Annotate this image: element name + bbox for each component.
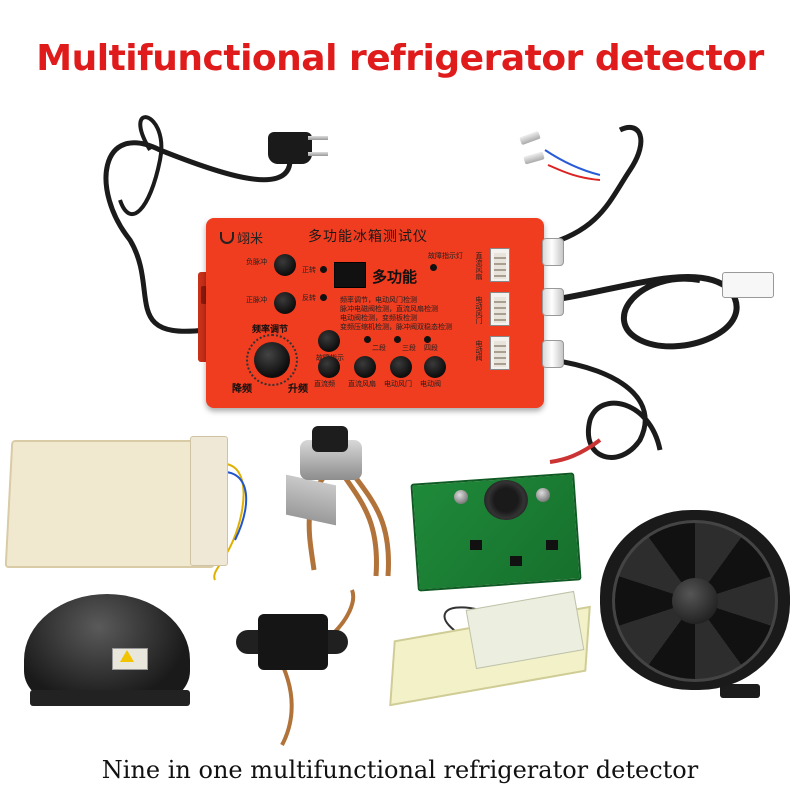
mode-label: 多功能 <box>372 268 418 286</box>
fault-indicator-button[interactable] <box>318 330 340 352</box>
three-stage-label: 三段 <box>402 344 416 352</box>
pcb-chip <box>546 540 558 550</box>
up-label: 升频 <box>288 384 308 395</box>
footer-caption: Nine in one multifunctional refrigerator… <box>101 756 699 784</box>
down-label: 降频 <box>232 384 252 395</box>
solenoid-valve-coil <box>312 426 348 452</box>
port-connector-3[interactable] <box>490 336 510 370</box>
dc-fan-button[interactable] <box>354 356 376 378</box>
pcb-chip <box>470 540 482 550</box>
description-line: 脉冲电磁阀检测，直流风扇检测 <box>340 305 438 313</box>
dc-freq-label: 直流频 <box>314 380 335 388</box>
forward-label: 正转 <box>302 266 316 274</box>
plug-pin <box>308 152 328 156</box>
device-side-panel <box>198 272 208 362</box>
fault-indicator-led <box>430 264 437 271</box>
electric-damper-button[interactable] <box>390 356 412 378</box>
pcb-inductor <box>484 480 528 520</box>
electric-valve-label: 电动阀 <box>420 380 441 388</box>
freq-adjust-label: 频率调节 <box>252 325 289 335</box>
indicator-label: 故障指示灯 <box>428 252 463 260</box>
pcb-chip <box>510 556 522 566</box>
plug-pin <box>308 136 328 140</box>
port-connector-1[interactable] <box>490 248 510 282</box>
reverse-led <box>320 294 327 301</box>
negative-pulse-label: 负脉冲 <box>246 258 267 266</box>
device-brand: 翊米 <box>220 228 263 247</box>
port-label-dc-fan: 直流风扇 <box>475 252 483 280</box>
pcb-capacitor <box>536 488 550 502</box>
power-switch[interactable] <box>201 286 208 304</box>
port-label-valve: 电动阀 <box>475 340 483 361</box>
port-connector-2[interactable] <box>490 292 510 326</box>
electric-damper <box>258 614 328 670</box>
description-line: 变频压缩机检测，脉冲阀双稳态检测 <box>340 323 452 331</box>
fan-hub <box>672 578 718 624</box>
power-plug <box>268 132 312 164</box>
compressor-base <box>30 690 190 706</box>
positive-pulse-button[interactable] <box>274 292 296 314</box>
electric-damper-label: 电动风门 <box>384 380 412 388</box>
electric-valve-button[interactable] <box>424 356 446 378</box>
two-stage-led <box>364 336 371 343</box>
compressor <box>24 594 190 704</box>
negative-pulse-button[interactable] <box>274 254 296 276</box>
digital-display <box>334 262 366 288</box>
two-stage-label: 二段 <box>372 344 386 352</box>
reverse-label: 反转 <box>302 294 316 302</box>
heater-board <box>4 440 222 568</box>
headline-title: Multifunctional refrigerator detector <box>36 38 764 79</box>
device-title: 多功能冰箱测试仪 <box>308 229 428 245</box>
description-line: 频率调节，电动风门检测 <box>340 296 417 304</box>
dc-freq-button[interactable] <box>318 356 340 378</box>
dc-fan-label: 直流风扇 <box>348 380 376 388</box>
fan-mount-tab <box>720 684 760 698</box>
warning-icon <box>120 650 134 662</box>
description-line: 电动阀检测，变频板检测 <box>340 314 417 322</box>
four-stage-led <box>424 336 431 343</box>
white-connector <box>722 272 774 298</box>
four-stage-label: 四段 <box>424 344 438 352</box>
frequency-dial[interactable] <box>254 342 290 378</box>
dial-ring <box>246 334 298 386</box>
pcb-capacitor <box>454 490 468 504</box>
forward-led <box>320 266 327 273</box>
cable-gland <box>542 288 564 316</box>
port-label-damper: 电动风门 <box>475 296 483 324</box>
brand-logo-icon <box>220 232 234 244</box>
cable-gland <box>542 238 564 266</box>
cable-gland <box>542 340 564 368</box>
heater-connector-box <box>190 436 228 566</box>
three-stage-led <box>394 336 401 343</box>
brand-text: 翊米 <box>237 232 264 247</box>
positive-pulse-label: 正脉冲 <box>246 296 267 304</box>
